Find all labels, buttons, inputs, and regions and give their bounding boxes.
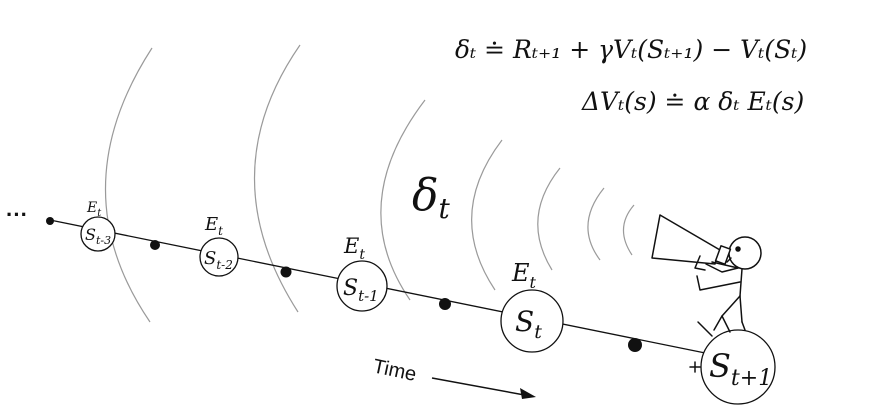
transition-dots [46, 217, 642, 352]
state-circle [500, 289, 564, 353]
state-circle [700, 329, 776, 405]
megaphone-agent-icon [651, 214, 762, 373]
time-arrow-line [431, 377, 531, 397]
value-update-equation: ΔVₜ(s) ≐ α δₜ Eₜ(s) [581, 87, 804, 116]
ellipsis: ··· [6, 202, 28, 227]
state-label: St+1 [709, 347, 772, 391]
state-circle [80, 216, 116, 252]
wave-arc [622, 204, 635, 256]
time-label: Time [371, 355, 418, 386]
trace-label: Et [343, 234, 365, 263]
wave-arc [104, 47, 153, 323]
wave-arc [380, 99, 426, 301]
trace-label: Et [204, 214, 223, 238]
arrow-head-icon [520, 388, 536, 399]
transition-dot [46, 217, 54, 225]
wave-arc [537, 167, 561, 271]
state-node: Et St [500, 259, 564, 353]
broadcast-delta-label: δt [412, 170, 451, 225]
state-node: St+1 [700, 329, 776, 405]
state-circle [336, 260, 388, 312]
state-node: Et St-1 [336, 234, 388, 312]
state-node: Et St-2 [199, 214, 239, 277]
wave-arc [253, 44, 301, 313]
wave-arc [471, 139, 503, 291]
state-circle [199, 237, 239, 277]
state-node: Et St-3 [80, 200, 116, 252]
state-label: St-1 [343, 276, 379, 305]
trace-label: Et [86, 200, 102, 219]
state-label: St-2 [204, 248, 233, 272]
transition-dot [150, 240, 160, 250]
td-error-equation: δₜ ≐ Rₜ₊₁ + γVₜ(Sₜ₊₁) − Vₜ(Sₜ) [455, 35, 807, 64]
wave-arc [587, 187, 605, 261]
broadcast-waves [104, 44, 635, 323]
transition-dot [280, 266, 292, 278]
state-label: St-3 [85, 225, 111, 247]
transition-dot [439, 298, 451, 310]
state-label: St [515, 305, 542, 343]
trace-label: Et [511, 259, 537, 292]
transition-dot [628, 338, 642, 352]
time-axis: Time [371, 355, 536, 399]
